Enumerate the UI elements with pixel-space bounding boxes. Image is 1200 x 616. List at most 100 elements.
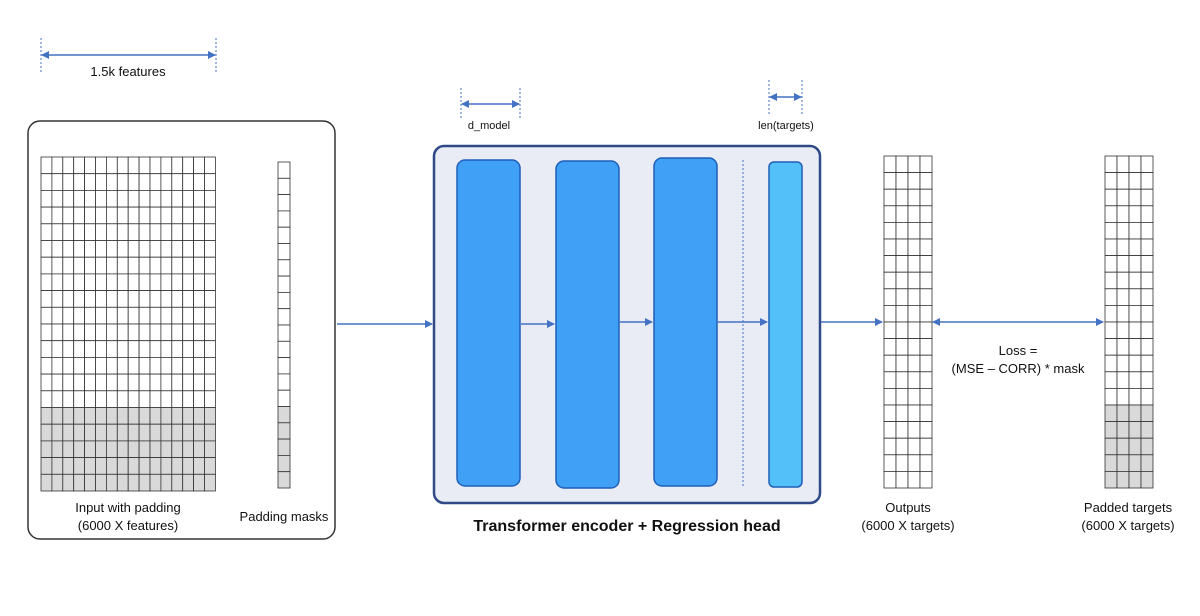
input-cell	[204, 156, 216, 175]
input-cell	[84, 256, 96, 275]
input-cell	[106, 240, 118, 258]
input-cell	[138, 423, 151, 442]
input-cell	[40, 290, 53, 308]
input-cell	[95, 223, 107, 241]
input-cell	[51, 457, 64, 475]
target-cell	[1116, 288, 1130, 306]
input-cell	[182, 306, 194, 325]
input-cell	[149, 356, 162, 375]
input-cell	[182, 256, 194, 275]
input-cell	[160, 290, 173, 308]
input-cell	[62, 206, 75, 225]
output-cell	[895, 404, 909, 423]
input-cell	[149, 173, 162, 191]
output-cell	[895, 421, 909, 439]
input-cell	[62, 373, 75, 392]
input-cell	[40, 323, 53, 342]
input-cell	[84, 189, 96, 208]
input-cell	[40, 256, 53, 275]
input-cell	[204, 256, 216, 275]
target-cell	[1128, 354, 1142, 373]
output-cell	[907, 421, 921, 439]
input-cell	[193, 206, 205, 225]
target-cell	[1140, 454, 1154, 472]
input-cell	[171, 290, 184, 308]
output-cell	[907, 288, 921, 306]
mask-cell	[277, 259, 291, 277]
mask-cell	[277, 438, 291, 456]
input-label-line1: Input with padding	[75, 500, 181, 515]
input-cell	[73, 189, 85, 208]
mask-cell	[277, 308, 291, 326]
input-cell	[73, 423, 85, 442]
output-cell	[883, 288, 897, 306]
input-cell	[40, 206, 53, 225]
target-cell	[1104, 354, 1118, 373]
output-cell	[895, 371, 909, 389]
input-cell	[193, 340, 205, 358]
input-cell	[73, 306, 85, 325]
mask-cell	[277, 291, 291, 310]
input-cell	[73, 473, 85, 492]
input-cell	[127, 440, 140, 458]
len-targets-dimension: len(targets)	[758, 80, 814, 132]
output-cell	[895, 255, 909, 273]
input-cell	[149, 223, 162, 241]
input-cell	[171, 373, 184, 392]
output-cell	[919, 387, 933, 406]
input-cell	[106, 356, 118, 375]
input-cell	[182, 223, 194, 241]
input-cell	[182, 457, 194, 475]
output-cell	[919, 404, 933, 423]
output-cell	[919, 371, 933, 389]
input-cell	[62, 473, 75, 492]
input-cell	[149, 240, 162, 258]
input-cell	[116, 457, 129, 475]
output-cell	[895, 437, 909, 456]
input-cell	[204, 373, 216, 392]
input-cell	[73, 407, 85, 425]
targets-label-line2: (6000 X targets)	[1081, 518, 1174, 533]
input-cell	[127, 223, 140, 241]
input-cell	[51, 340, 64, 358]
target-cell	[1128, 421, 1142, 439]
input-cell	[182, 473, 194, 492]
mask-cell	[277, 161, 291, 179]
input-cell	[51, 189, 64, 208]
input-cell	[62, 240, 75, 258]
target-cell	[1140, 205, 1154, 223]
input-cell	[73, 390, 85, 408]
d-model-label: d_model	[468, 120, 510, 132]
target-cell	[1140, 338, 1154, 356]
input-cell	[73, 323, 85, 342]
input-cell	[182, 290, 194, 308]
output-cell	[919, 304, 933, 323]
output-cell	[883, 321, 897, 340]
target-cell	[1128, 172, 1142, 190]
target-cell	[1116, 172, 1130, 190]
input-cell	[171, 390, 184, 408]
input-cell	[127, 373, 140, 392]
input-cell	[127, 189, 140, 208]
input-cell	[138, 340, 151, 358]
input-cell	[182, 390, 194, 408]
target-cell	[1140, 371, 1154, 389]
target-cell	[1104, 271, 1118, 290]
input-cell	[51, 390, 64, 408]
input-cell	[40, 390, 53, 408]
input-cell	[193, 323, 205, 342]
input-cell	[51, 256, 64, 275]
input-cell	[149, 306, 162, 325]
input-cell	[160, 440, 173, 458]
input-cell	[106, 189, 118, 208]
input-cell	[204, 440, 216, 458]
output-cell	[895, 188, 909, 207]
output-cell	[919, 288, 933, 306]
input-cell	[73, 223, 85, 241]
target-cell	[1140, 271, 1154, 290]
target-cell	[1104, 238, 1118, 257]
input-cell	[62, 189, 75, 208]
output-cell	[895, 387, 909, 406]
input-cell	[171, 173, 184, 191]
input-cell	[116, 373, 129, 392]
